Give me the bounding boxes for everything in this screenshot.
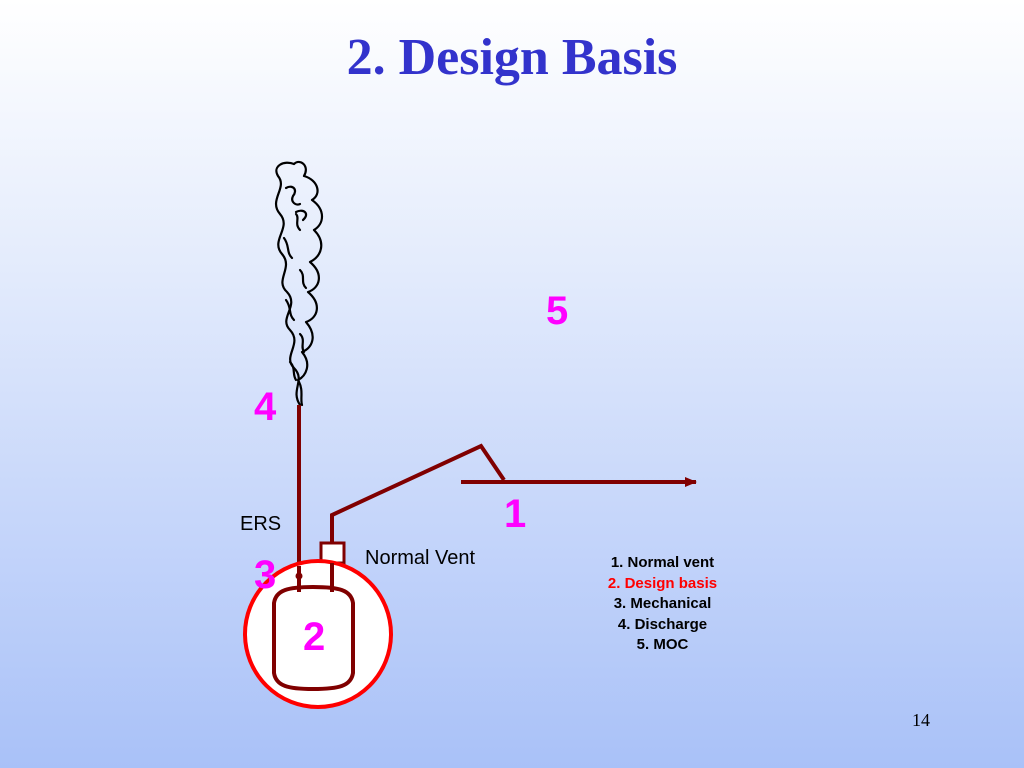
discharge-plume-icon: [274, 160, 324, 407]
topic-item-normal-vent: 1. Normal vent: [610, 554, 715, 571]
normal-vent-label: Normal Vent: [365, 547, 476, 569]
ers-stack-junction-top: [295, 572, 303, 580]
marker-number-2: 2: [303, 615, 326, 659]
page-number: 14: [912, 710, 930, 730]
topic-item-discharge: 4. Discharge: [617, 615, 708, 633]
topic-item-design-basis: 2. Design basis: [607, 574, 718, 592]
marker-number-4: 4: [254, 385, 277, 429]
marker-number-5: 5: [546, 289, 569, 333]
slide-title: 2. Design Basis: [346, 29, 678, 86]
topic-item-mechanical: 3. Mechanical: [613, 595, 712, 612]
topic-list: 1. Normal vent 2. Design basis 3. Mechan…: [580, 553, 745, 656]
ers-label: ERS: [240, 513, 282, 535]
topic-item-moc: 5. MOC: [636, 636, 689, 653]
marker-number-1: 1: [504, 492, 527, 536]
reactor-vessel: [272, 584, 355, 692]
marker-number-3: 3: [254, 553, 277, 597]
